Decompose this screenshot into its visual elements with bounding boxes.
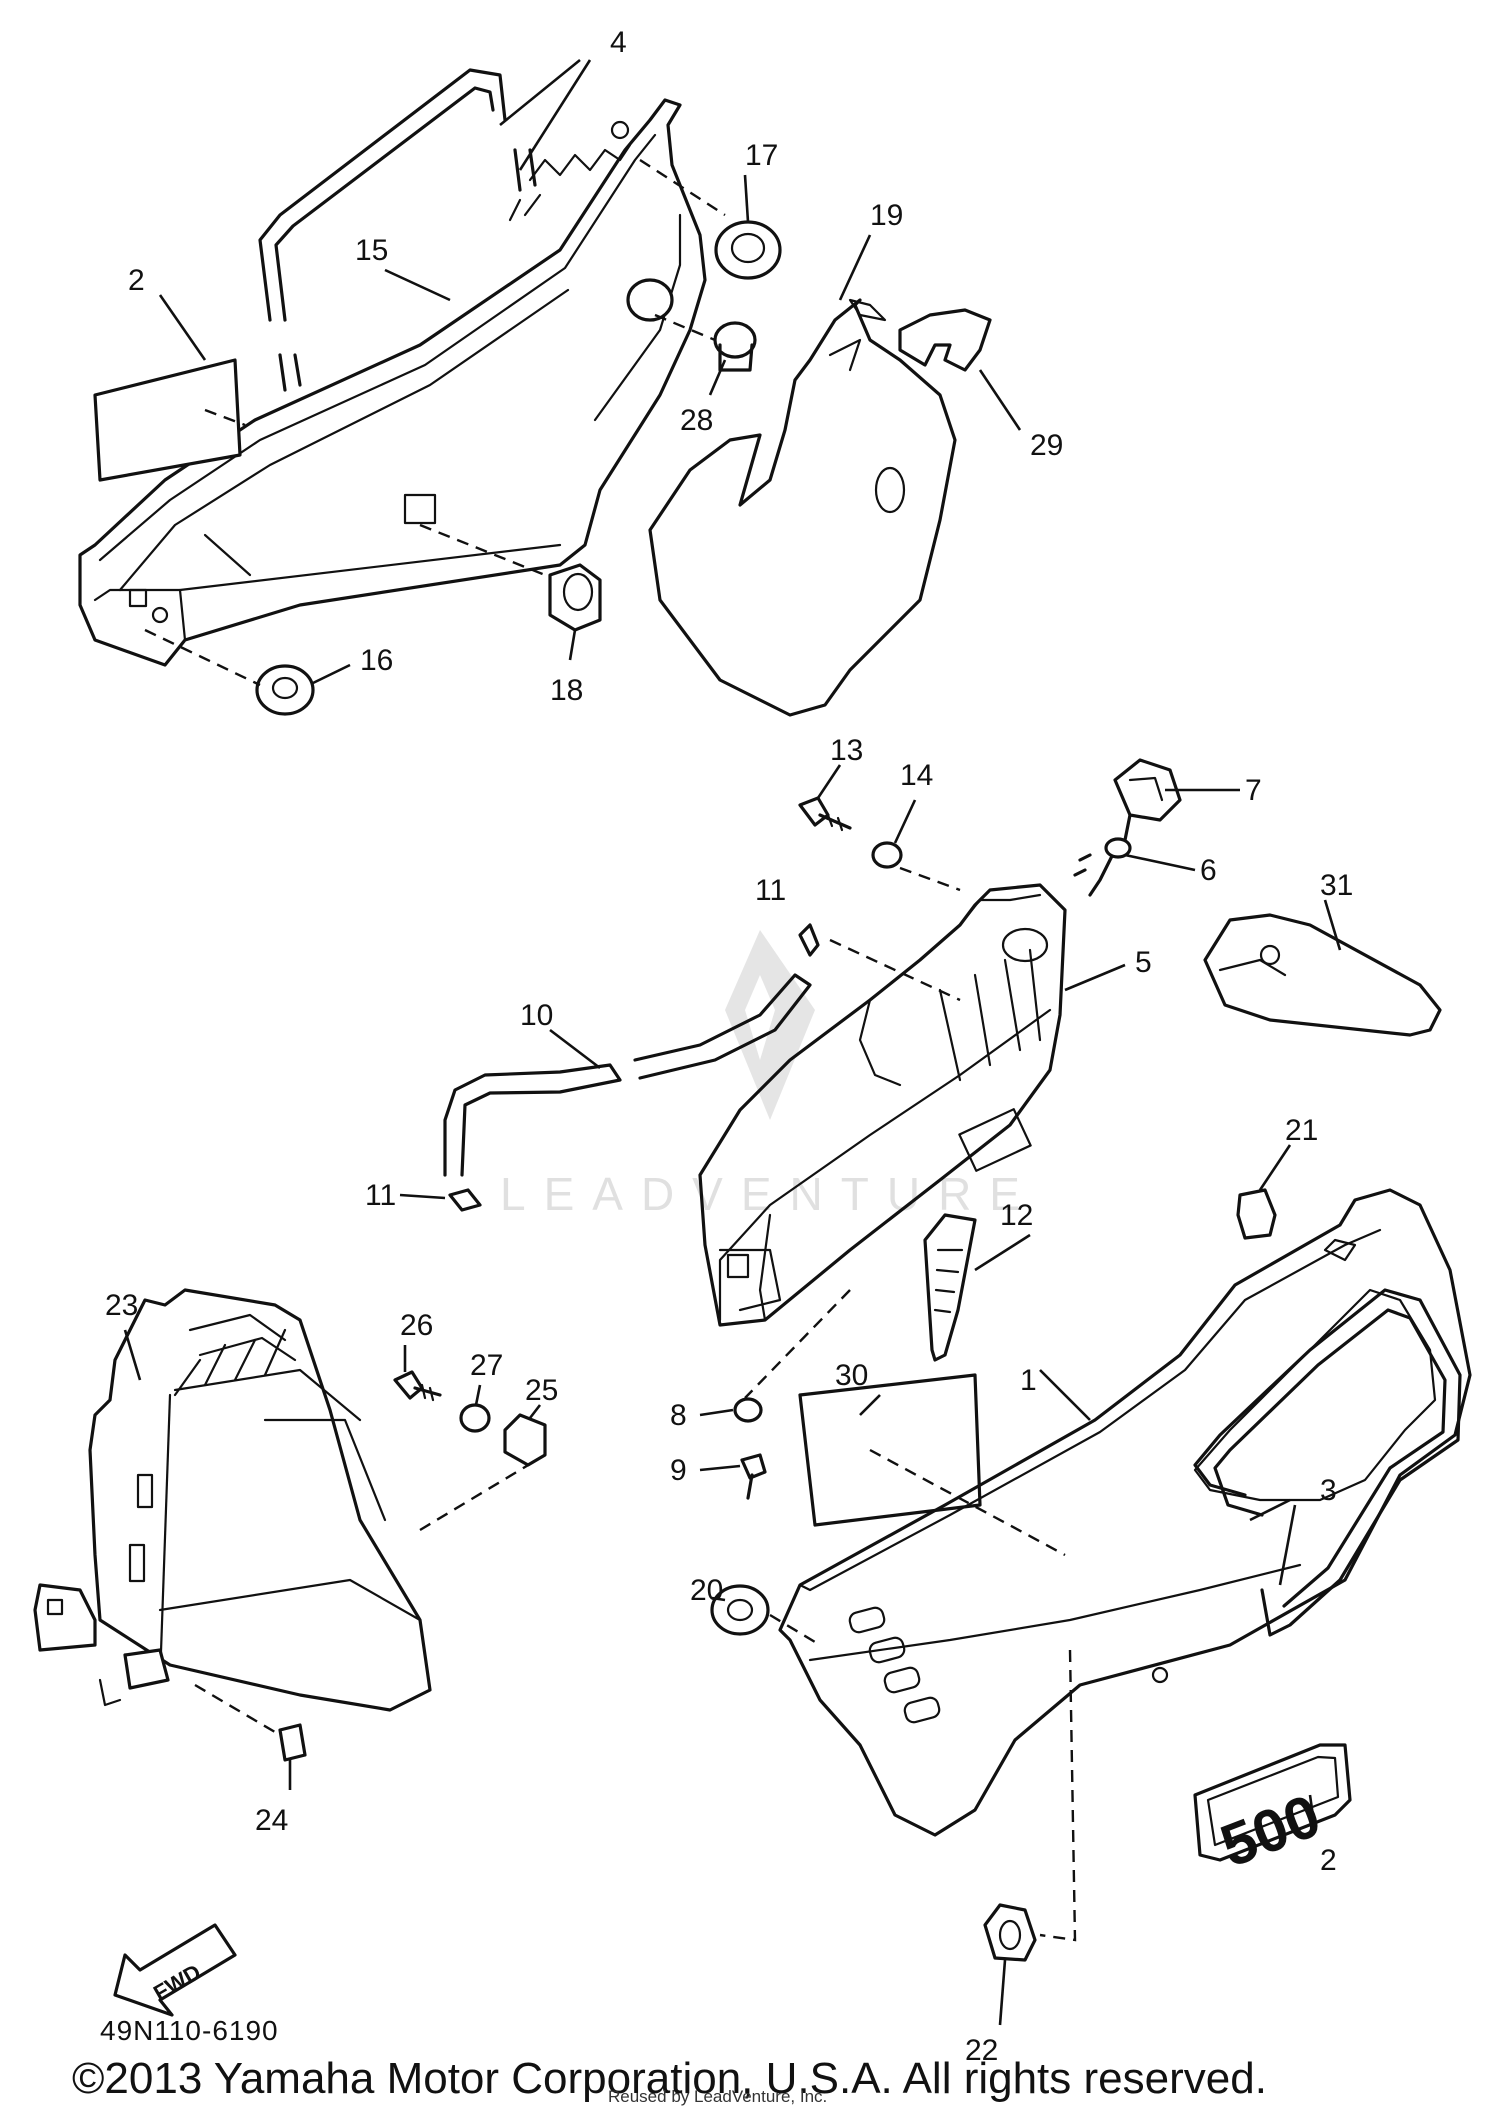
grommet-20 [710, 1584, 770, 1636]
pad-31 [1203, 913, 1442, 1037]
callout-25: 25 [525, 1374, 558, 1407]
clip-11-lower [448, 1188, 482, 1212]
callout-31: 31 [1320, 869, 1353, 902]
washer-27 [459, 1403, 491, 1433]
callout-5: 5 [1135, 946, 1152, 979]
credit-notice: Reused by LeadVenture, Inc. [608, 2087, 827, 2106]
callout-10: 10 [520, 999, 553, 1032]
callouts: 1 2 2 3 4 5 6 7 8 9 10 11 11 12 13 14 15… [105, 26, 1353, 2067]
callout-11-upper: 11 [755, 874, 786, 907]
plate-30 [798, 1373, 982, 1527]
watermark-text: LEADVENTURE [500, 1168, 1038, 1220]
callout-12: 12 [1000, 1199, 1033, 1232]
callout-19: 19 [870, 199, 903, 232]
callout-26: 26 [400, 1309, 433, 1342]
callout-13: 13 [830, 734, 863, 767]
callout-2-bottom: 2 [1320, 1844, 1337, 1877]
battery-case [33, 1288, 432, 1712]
callout-18: 18 [550, 674, 583, 707]
callout-6: 6 [1200, 854, 1217, 887]
dipstick [1073, 813, 1132, 897]
callout-8: 8 [670, 1399, 687, 1432]
callout-22: 22 [965, 2034, 998, 2067]
callout-2-top: 2 [128, 264, 145, 297]
callout-4: 4 [610, 26, 627, 59]
nut-24 [278, 1723, 307, 1762]
bolt-9 [740, 1453, 767, 1500]
callout-9: 9 [670, 1454, 687, 1487]
bolt-13 [798, 796, 852, 832]
callout-11-lower: 11 [365, 1179, 396, 1212]
callout-1: 1 [1020, 1364, 1037, 1397]
watermark: LEADVENTURE [500, 930, 1038, 1220]
callout-7: 7 [1245, 774, 1262, 807]
clip-11-upper [798, 923, 820, 957]
trim-strip-top [258, 68, 537, 392]
trim-strip-right [1193, 1288, 1462, 1637]
callout-23: 23 [105, 1289, 138, 1322]
callout-24: 24 [255, 1804, 288, 1837]
oil-tank [698, 883, 1067, 1327]
callout-27: 27 [470, 1349, 503, 1382]
breather-hose [443, 973, 812, 1177]
bolt-26 [393, 1370, 442, 1402]
grommet-22 [983, 1903, 1037, 1962]
callout-17: 17 [745, 139, 778, 172]
side-cover-right [778, 1188, 1472, 1837]
clip-29 [898, 308, 992, 372]
grommet-16 [255, 664, 315, 716]
emblem-500: 500 [1193, 1743, 1352, 1880]
fwd-arrow: FWD [113, 1923, 237, 2017]
strap-12 [923, 1213, 977, 1362]
callout-21: 21 [1285, 1114, 1318, 1147]
collar-28 [626, 278, 757, 372]
flap-plate [648, 298, 957, 717]
callout-15: 15 [355, 234, 388, 267]
callout-28: 28 [680, 404, 713, 437]
callout-3: 3 [1320, 1474, 1337, 1507]
callout-16: 16 [360, 644, 393, 677]
emblem-plate-top [93, 358, 242, 482]
callout-30: 30 [835, 1359, 868, 1392]
copyright-notice: ©2013 Yamaha Motor Corporation, U.S.A. A… [72, 2054, 1267, 2103]
leader-lines [123, 58, 1342, 2026]
callout-20: 20 [690, 1574, 723, 1607]
collar-25 [503, 1413, 547, 1467]
callout-14: 14 [900, 759, 933, 792]
diagram-code: 49N110-6190 [100, 2015, 279, 2046]
callout-29: 29 [1030, 429, 1063, 462]
grommet-17 [714, 220, 782, 280]
grommet-18 [403, 493, 602, 632]
side-cover-left [78, 98, 707, 667]
clip-21 [1236, 1188, 1277, 1240]
washer-14 [871, 841, 903, 869]
grommet-8 [733, 1397, 763, 1423]
